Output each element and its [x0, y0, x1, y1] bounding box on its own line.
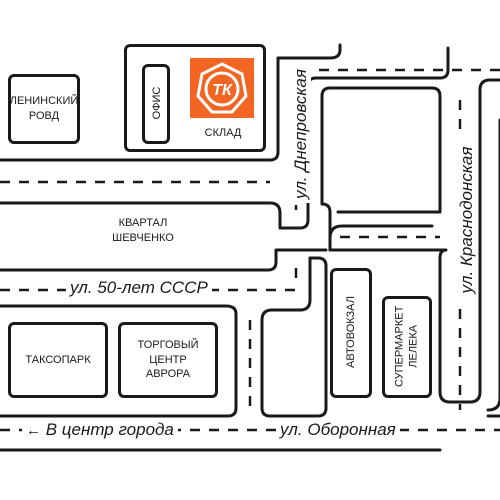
- warehouse-label: СКЛАД: [204, 127, 242, 139]
- leninsky-rovd-block: ЛЕНИНСКИЙ РОВД: [8, 74, 80, 144]
- bus-station-block: [330, 268, 372, 398]
- to-city-center-label: ← В центр города: [22, 420, 178, 440]
- kvartal-label: КВАРТАЛ ШЕВЧЕНКО: [112, 217, 174, 244]
- road-edge: [0, 46, 450, 230]
- road-edge: [260, 256, 312, 418]
- to-city-center-text: В центр города: [45, 420, 174, 439]
- road-edge: [328, 78, 500, 404]
- street-krasnodonskaya: ул. Краснодонская: [457, 131, 477, 309]
- road-edge: [320, 86, 442, 252]
- road-edge: [0, 304, 238, 418]
- bus-station-label: АВТОВОКЗАЛ: [345, 296, 357, 368]
- street-oboronnaya: ул. Оборонная: [276, 420, 400, 440]
- road-edge: [0, 43, 342, 162]
- street-50-years-ussr: ул. 50-лет СССР: [66, 278, 212, 298]
- road-edge: [486, 118, 500, 412]
- supermarket-label: СУПЕРМАРКЕТ ЛЕЛЕКА: [393, 305, 420, 387]
- company-logo-icon: ТК: [190, 58, 254, 118]
- mall-block: ТОРГОВЫЙ ЦЕНТР АВРОРА: [118, 322, 218, 398]
- arrow-left-icon: ←: [26, 422, 41, 439]
- office-label: ОФИС: [151, 86, 163, 120]
- logo-text: ТК: [212, 82, 233, 99]
- office-building: [142, 64, 170, 144]
- road-edge: [268, 256, 328, 418]
- road-edge: [0, 248, 328, 272]
- supermarket-block: [382, 296, 432, 398]
- street-dneprovskaya: ул. Днепровская: [291, 65, 311, 203]
- taxopark-block: ТАКСОПАРК: [8, 322, 108, 398]
